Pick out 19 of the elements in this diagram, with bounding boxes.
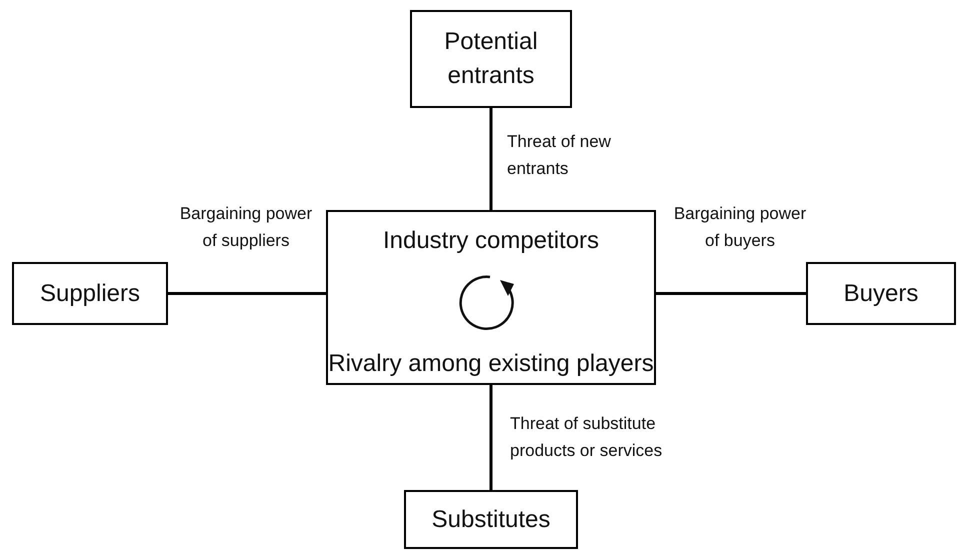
edge-label: Bargaining power of suppliers (178, 203, 314, 252)
connector-line (490, 108, 492, 210)
box-title: Potential entrants (443, 27, 539, 91)
box-title: Industry competitors (382, 226, 600, 256)
edge-label: Bargaining power of buyers (672, 203, 808, 252)
process-box (326, 210, 656, 385)
connector-line (656, 292, 806, 295)
connector-line (490, 385, 492, 490)
connector-line (168, 292, 326, 295)
process-box (12, 262, 168, 325)
edge-label: Threat of new entrants (507, 131, 612, 180)
process-box (404, 490, 578, 549)
process-box (410, 10, 572, 108)
box-title: Buyers (844, 278, 918, 309)
edge-label: Threat of substitute products or services (510, 413, 664, 462)
box-subtitle: Rivalry among existing players (328, 349, 654, 380)
process-box (806, 262, 956, 325)
box-title: Substitutes (432, 504, 550, 535)
box-title: Suppliers (40, 278, 140, 309)
